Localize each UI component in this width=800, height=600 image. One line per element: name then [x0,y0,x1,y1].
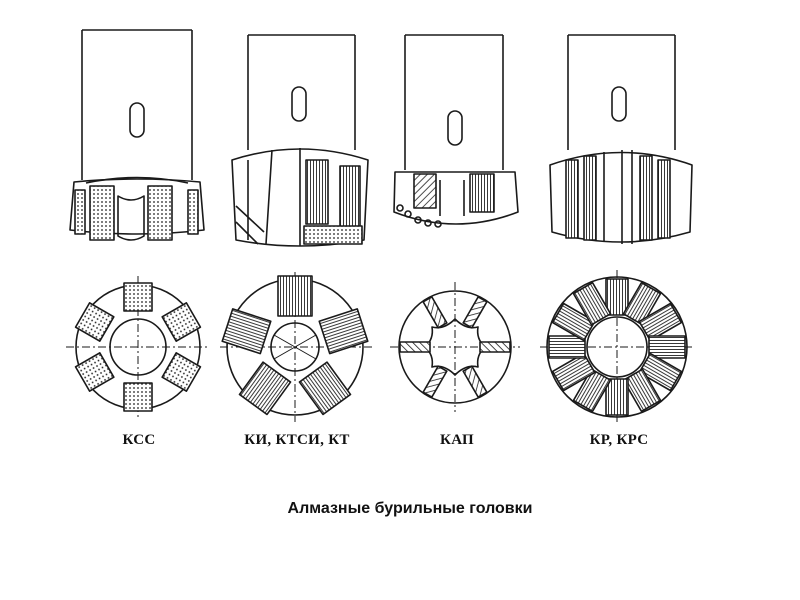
bit-kr-side-view [549,34,693,244]
flush-slot [129,102,145,138]
label-kap: КАП [440,432,474,448]
bit-ki-side-view [231,34,369,247]
flush-slot [611,86,627,122]
bit-kap-side-view [393,34,519,228]
bit-kss-side-view [69,29,205,241]
bit-kss-face-view [66,276,210,418]
label-ki: КИ, КТСИ, КТ [244,432,350,448]
flush-slot [291,86,307,122]
figure-caption: Алмазные бурильные головки [287,500,533,517]
bit-kr-face-view [540,270,694,424]
bit-ki-face-view [220,272,372,422]
bit-kap-face-view [390,282,520,412]
label-kr: КР, КРС [589,432,649,448]
label-kss: КСС [122,432,156,448]
flush-slot [447,110,463,146]
